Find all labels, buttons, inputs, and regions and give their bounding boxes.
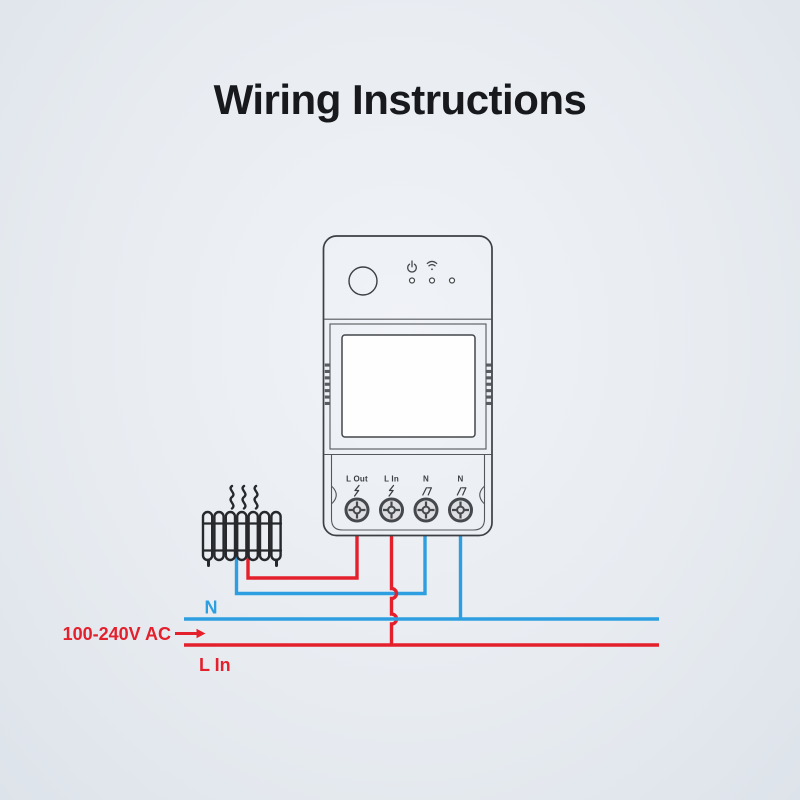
neutral-icon (422, 487, 432, 496)
terminal-label: N (423, 475, 429, 484)
led-indicator (448, 277, 456, 284)
radiator-fins (201, 510, 282, 562)
led-indicators (408, 277, 456, 284)
page-title: Wiring Instructions (213, 76, 587, 123)
heater-icon (201, 484, 283, 567)
terminal-block-outline (330, 454, 486, 531)
din-clip-right (486, 363, 492, 405)
wire-heater-to-neutral-terminal (234, 535, 427, 596)
notch-right (479, 486, 485, 504)
lightning-icon (353, 484, 360, 497)
neutral-line-label: N (205, 598, 218, 618)
display-screen (341, 334, 476, 438)
power-icon (407, 260, 417, 273)
led-indicator (408, 277, 416, 284)
wire-lout-to-heater (246, 535, 359, 580)
live-line-label: L In (199, 655, 231, 675)
terminal-screw (448, 497, 473, 523)
led-indicator (428, 277, 436, 284)
din-clip-left (324, 363, 330, 405)
terminal-l-in: L In (379, 475, 404, 523)
terminal-screw (413, 497, 439, 523)
terminal-n-2: N (448, 475, 473, 523)
terminal-label: N (458, 475, 464, 484)
supply-voltage-label: 100-240V AC (63, 624, 171, 644)
terminal-label: L Out (346, 475, 368, 484)
terminal-n-1: N (413, 475, 439, 523)
terminal-screw (344, 497, 370, 523)
device-body (322, 235, 493, 537)
terminal-screw (379, 497, 404, 523)
right-arrow-icon (175, 628, 206, 639)
notch-left (331, 486, 337, 504)
power-button (348, 266, 378, 296)
display-bezel (329, 323, 487, 450)
wifi-icon (426, 260, 438, 271)
terminal-l-out: L Out (344, 475, 370, 523)
wiring-circuit (184, 535, 659, 647)
lightning-icon (388, 484, 395, 497)
steam-icon (229, 484, 259, 510)
smart-switch-device: L Out L In (322, 235, 493, 537)
neutral-icon (456, 487, 467, 496)
wire-lin-drop (389, 535, 399, 645)
terminal-label: L In (384, 475, 399, 484)
wire-labels: N 100-240V AC L In (63, 598, 231, 676)
